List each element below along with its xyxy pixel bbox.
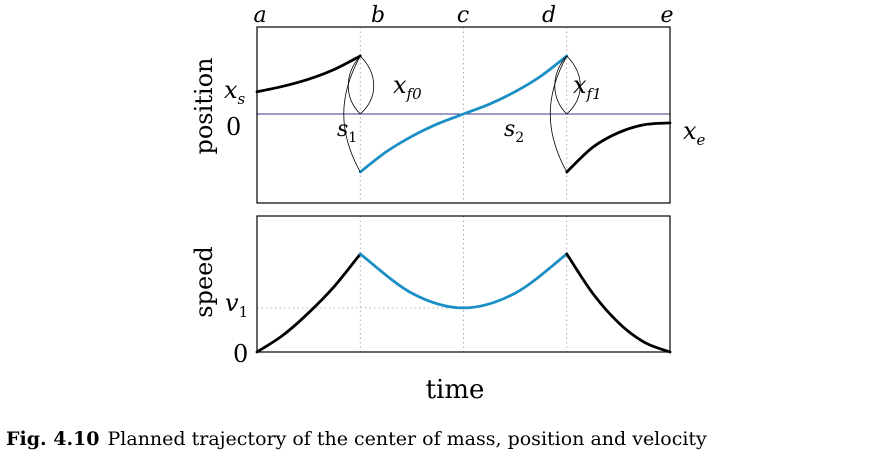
position-curve-1 (255, 54, 362, 94)
speed-axis-label: speed (190, 246, 218, 317)
gridlines (257, 27, 568, 352)
xf0-arc-right (359, 55, 374, 115)
tick-label-a: a (253, 3, 266, 28)
speed-zero-tick-label: 0 (233, 340, 248, 368)
figure-caption-text: Planned trajectory of the center of mass… (107, 428, 707, 450)
position-zero-tick-label: 0 (226, 113, 241, 141)
s2-label: s2 (504, 117, 524, 146)
position-curve-2 (358, 54, 569, 174)
tick-label-c: c (457, 3, 469, 28)
s2-arc (549, 55, 568, 173)
s1-arc (343, 55, 361, 173)
figure: a b c d e position speed xs 0 v1 0 xf0 x… (190, 3, 706, 405)
annotation-arcs (343, 55, 581, 173)
figure-caption-label: Fig. 4.10 (6, 428, 100, 450)
xs-tick-label: xs (224, 76, 246, 108)
speed-curve-1 (255, 252, 362, 354)
tick-label-d: d (542, 3, 556, 28)
xf1-arc-left (554, 55, 568, 115)
xf0-label: xf0 (393, 71, 422, 103)
s1-label: s1 (337, 117, 357, 146)
time-axis-label: time (426, 375, 485, 405)
tick-label-b: b (371, 3, 385, 28)
curves (255, 54, 672, 354)
speed-curve-2 (358, 252, 569, 310)
speed-curve-3 (565, 252, 672, 354)
position-curve-3 (565, 121, 672, 174)
position-plot-frame (256, 26, 671, 204)
figure-caption: Fig. 4.10 Planned trajectory of the cente… (6, 428, 707, 450)
tick-label-e: e (660, 3, 673, 28)
v1-tick-label: v1 (225, 289, 248, 321)
position-axis-label: position (190, 57, 218, 154)
speed-plot-frame (256, 215, 671, 353)
xf1-label: xf1 (573, 71, 602, 103)
xf0-arc-left (347, 55, 361, 115)
xf1-arc-right (566, 55, 581, 115)
xe-label: xe (683, 117, 706, 149)
